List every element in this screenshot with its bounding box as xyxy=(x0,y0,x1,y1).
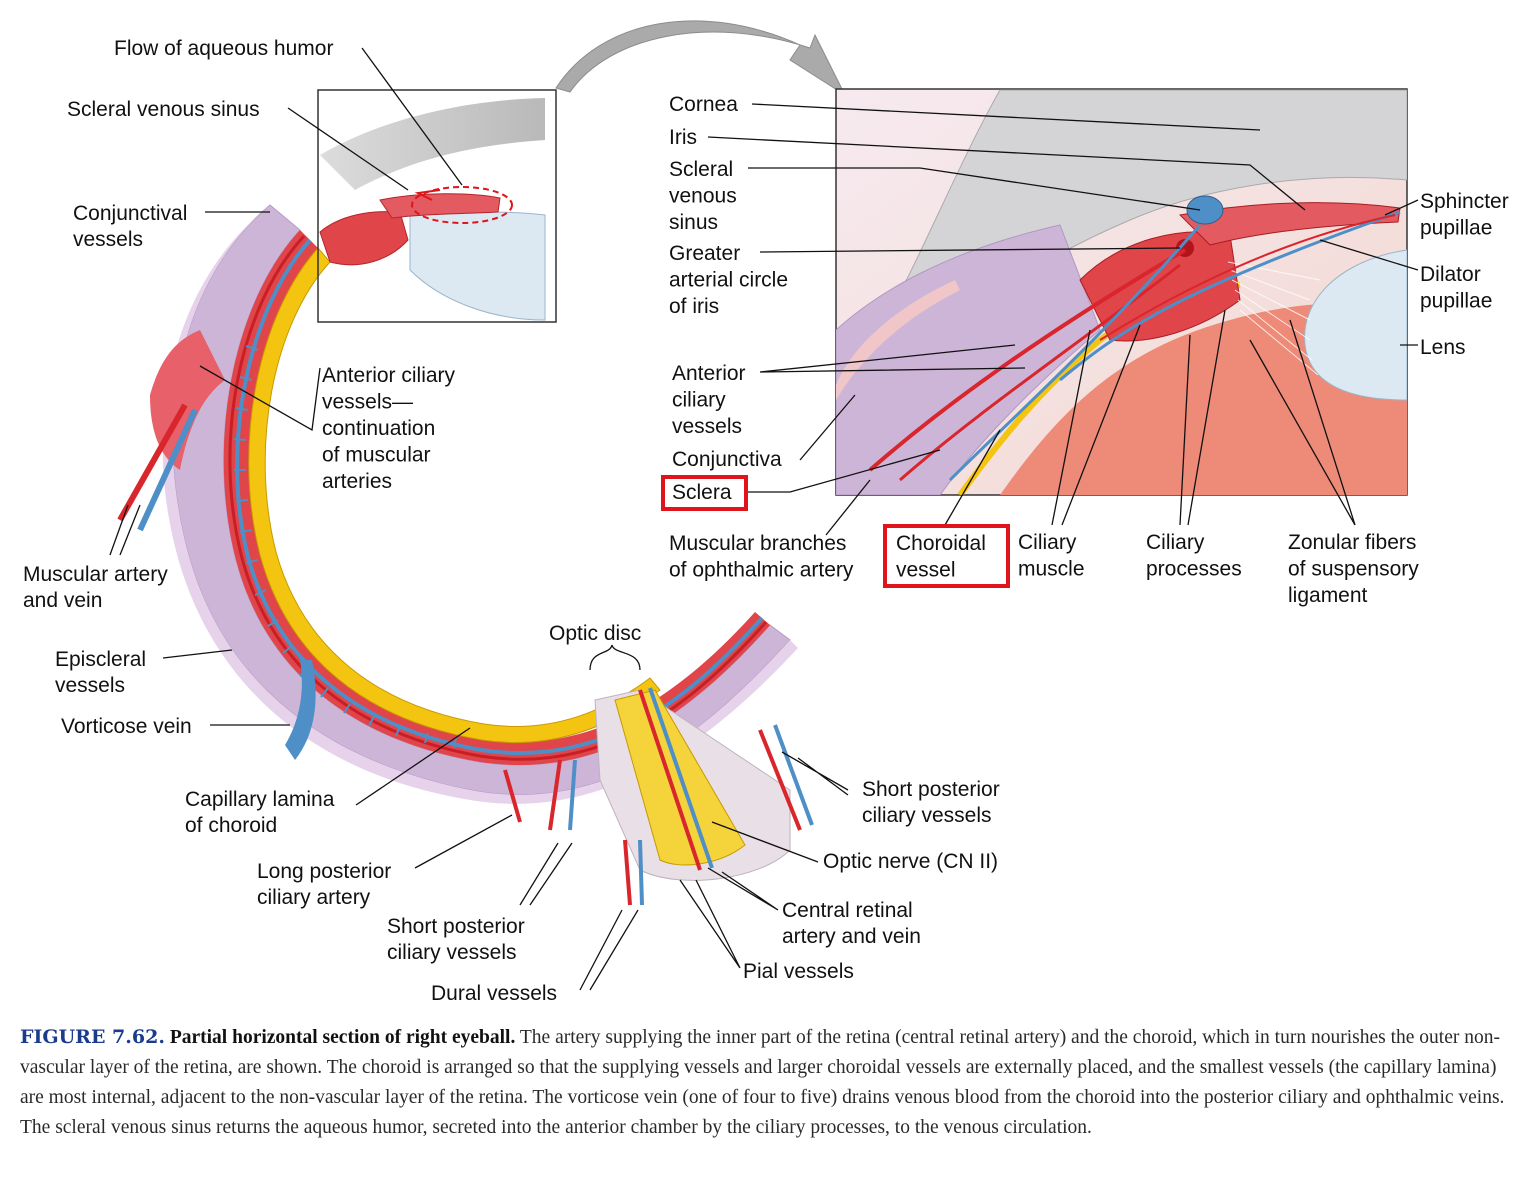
ciliary-body xyxy=(319,211,409,266)
label-dural-vessels: Dural vessels xyxy=(431,982,557,1005)
label-flow-aqueous: Flow of aqueous humor xyxy=(114,37,333,60)
aqueous-flow-arrow xyxy=(414,189,441,201)
inset-zonular-fibers xyxy=(1227,261,1321,376)
inset-iris xyxy=(1178,202,1401,246)
label-sclera: Sclera xyxy=(672,481,732,504)
label-scleral-sinus-left: Scleral venous sinus xyxy=(67,98,260,121)
eyeball-section-figure: Flow of aqueous humor Scleral venous sin… xyxy=(23,20,1509,1005)
inset-conjunctiva xyxy=(836,280,960,400)
zoom-arrow xyxy=(555,20,847,97)
short-ciliary-right-artery xyxy=(758,729,802,831)
vorticose-vein-shape xyxy=(285,660,316,760)
choroid-vessel-ticks xyxy=(233,345,457,749)
figure-caption: FIGURE 7.62. Partial horizontal section … xyxy=(20,1022,1515,1143)
figure-title: Partial horizontal section of right eyeb… xyxy=(169,1027,516,1048)
inset-artery-1 xyxy=(868,248,1187,472)
inset-lens xyxy=(1304,249,1407,401)
inset-vein-1 xyxy=(948,224,1202,482)
retina-layer xyxy=(248,247,661,744)
inset-artery-3 xyxy=(1099,214,1396,341)
label-lens: Lens xyxy=(1420,336,1466,359)
short-ciliary-left-artery xyxy=(548,759,562,831)
muscular-vein-stump xyxy=(137,408,198,532)
label-iris: Iris xyxy=(669,126,697,149)
label-pial-vessels: Pial vessels xyxy=(743,960,854,983)
short-ciliary-right-vein xyxy=(773,724,814,826)
inset-sclera xyxy=(836,224,1101,495)
central-retinal-artery xyxy=(638,689,702,871)
inset-scleral-sinus xyxy=(1186,195,1224,225)
leader-lines xyxy=(109,47,1419,991)
muscular-artery-stump xyxy=(117,403,188,522)
label-cornea: Cornea xyxy=(669,93,738,116)
lens-area xyxy=(409,211,546,321)
label-conjunctiva: Conjunctiva xyxy=(672,448,782,471)
label-optic-nerve: Optic nerve (CN II) xyxy=(823,850,998,873)
inset-choroid xyxy=(1000,303,1407,495)
figure-caption-body: The artery supplying the inner part of t… xyxy=(20,1027,1505,1138)
short-ciliary-left-vein xyxy=(568,759,577,831)
labels: Flow of aqueous humor Scleral venous sin… xyxy=(23,37,1509,1005)
label-vorticose-vein: Vorticose vein xyxy=(61,715,192,738)
long-ciliary-artery xyxy=(503,769,522,823)
choroidal-vessel-highlight-box xyxy=(883,524,1010,588)
dural-vessel-vein xyxy=(638,839,644,906)
anterior-detail-frame xyxy=(317,89,557,323)
central-retinal-vein xyxy=(648,687,714,869)
aqueous-flow-loop xyxy=(411,186,513,224)
dural-vessel-artery xyxy=(623,839,632,906)
sclera-highlight-box xyxy=(661,475,748,511)
inset-detail xyxy=(835,88,1408,496)
figure-number: FIGURE 7.62. xyxy=(20,1026,165,1048)
label-optic-disc: Optic disc xyxy=(549,622,641,645)
